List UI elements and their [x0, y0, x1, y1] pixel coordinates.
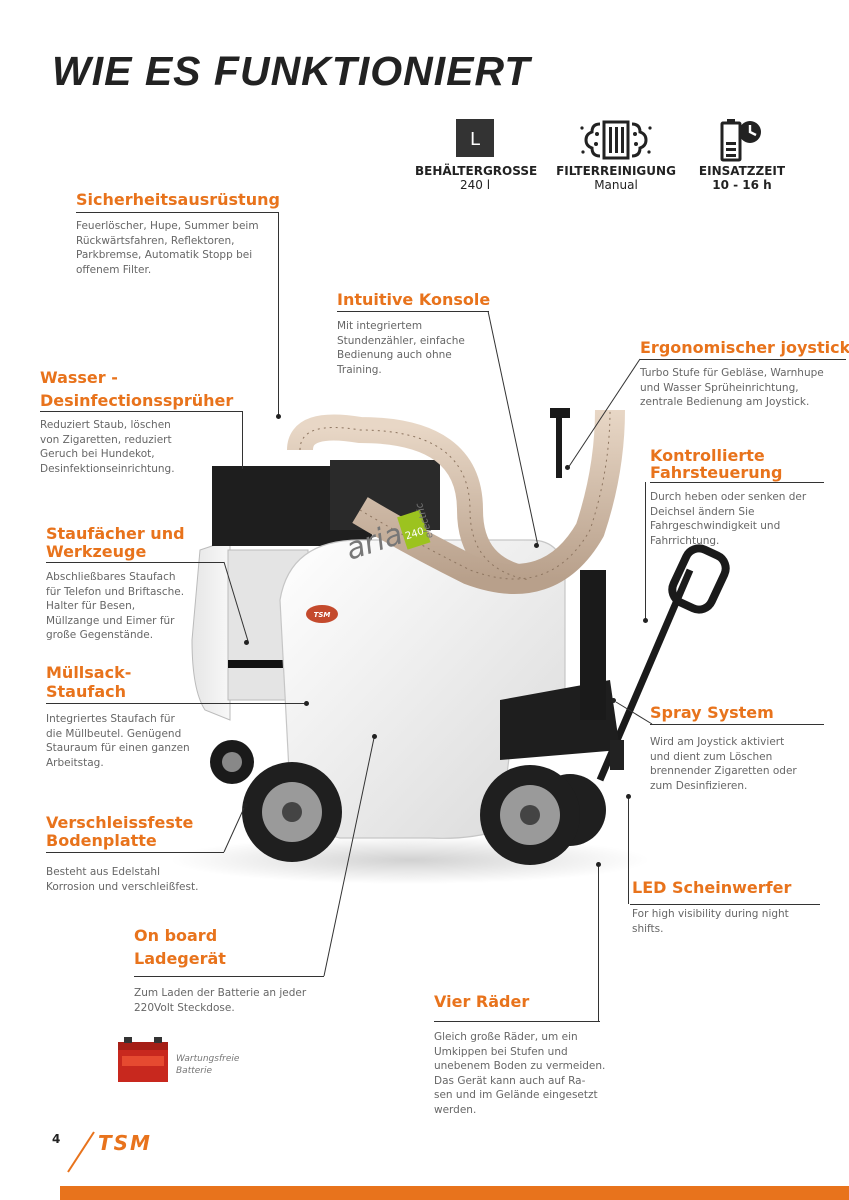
- spec-value: 240 l: [459, 178, 491, 192]
- feature-title-spray: Spray System: [650, 703, 774, 722]
- spec-value: Manual: [594, 178, 638, 192]
- feature-title-wasser-2: Desinfectionssprüher: [40, 391, 234, 410]
- feature-text-joystick: Turbo Stufe für Gebläse, Warnhupe und Wa…: [640, 367, 824, 409]
- svg-text:L: L: [470, 129, 480, 150]
- feature-title-bodenplatte-1: Verschleissfeste: [46, 813, 194, 832]
- feature-text-spray: Wird am Joystick aktiviert und dient zum…: [650, 736, 797, 792]
- page-number: 4: [52, 1132, 61, 1146]
- letter-l-icon: L: [456, 119, 494, 157]
- feature-title-staufaecher-1: Staufächer und: [46, 524, 185, 543]
- feature-title-staufaecher-2: Werkzeuge: [46, 542, 147, 561]
- spec-label: EINSATZZEIT: [698, 164, 786, 178]
- spec-label: BEHÄLTERGROSSE: [415, 164, 538, 178]
- feature-text-staufaecher: Abschließbares Staufach für Telefon und …: [46, 571, 185, 642]
- feature-title-bodenplatte-2: Bodenplatte: [46, 831, 157, 850]
- feature-title-ladegeraet-2: Ladegerät: [134, 949, 226, 968]
- feature-title-ladegeraet-1: On board: [134, 926, 218, 945]
- feature-text-muellsack: Integriertes Staufach für die Müllbeutel…: [46, 713, 190, 769]
- feature-title-joystick: Ergonomischer joystick: [640, 338, 849, 357]
- svg-text:TSM: TSM: [98, 1131, 152, 1155]
- spec-container-size: L BEHÄLTERGROSSE 240 l: [415, 118, 538, 192]
- spec-label: FILTERREINIGUNG: [556, 164, 676, 178]
- filter-cleaning-icon: [580, 120, 652, 160]
- feature-text-ladegeraet: Zum Laden der Batterie an jeder 220Volt …: [134, 987, 307, 1014]
- aria-electric-vacuum-machine: aria 240 electric TSM: [170, 408, 730, 884]
- svg-text:TSM: TSM: [314, 611, 331, 619]
- footer-bar: [60, 1186, 849, 1200]
- feature-title-fahrsteuerung-1: Kontrollierte: [650, 446, 765, 465]
- spec-filter-cleaning: FILTERREINIGUNG Manual: [556, 118, 676, 192]
- feature-text-wasser: Reduziert Staub, löschen von Zigaretten,…: [40, 419, 175, 475]
- feature-title-sicherheit: Sicherheitsausrüstung: [76, 190, 280, 209]
- spec-operating-time: EINSATZZEIT 10 - 16 h: [682, 118, 802, 192]
- battery-image: [118, 1037, 168, 1082]
- feature-title-wasser-1: Wasser -: [40, 368, 118, 387]
- feature-title-fahrsteuerung-2: Fahrsteuerung: [650, 463, 783, 482]
- feature-text-fahrsteuerung: Durch heben oder senken der Deichsel änd…: [650, 491, 807, 547]
- feature-title-muellsack-2: Staufach: [46, 682, 126, 701]
- feature-title-muellsack-1: Müllsack-: [46, 663, 132, 682]
- feature-text-raeder: Gleich große Räder, um ein Umkippen bei …: [434, 1031, 606, 1116]
- feature-text-konsole: Mit integriertem Stundenzähler, einfache…: [337, 320, 465, 376]
- feature-text-bodenplatte: Besteht aus Edelstahl Korrosion und vers…: [46, 866, 199, 893]
- tsm-badge: [306, 605, 338, 623]
- feature-title-konsole: Intuitive Konsole: [337, 290, 491, 309]
- page-title: WIE ES FUNKTIONIERT: [52, 48, 531, 94]
- feature-title-led: LED Scheinwerfer: [632, 878, 792, 897]
- spec-value: 10 - 16 h: [712, 178, 772, 192]
- battery-clock-icon: [720, 119, 761, 162]
- feature-text-led: For high visibility during night shifts.: [632, 908, 789, 935]
- tsm-logo: TSM: [67, 1131, 152, 1173]
- feature-text-sicherheit: Feuerlöscher, Hupe, Summer beim Rückwärt…: [76, 220, 259, 276]
- feature-title-raeder: Vier Räder: [434, 992, 530, 1011]
- battery-label: Wartungsfreie Batterie: [176, 1054, 240, 1076]
